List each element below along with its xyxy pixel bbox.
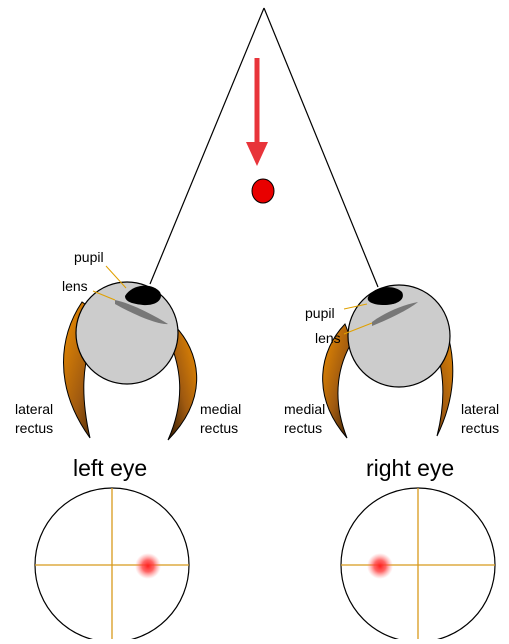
right-medial-label: medial: [284, 401, 325, 417]
right-medial-rectus-label: rectus: [284, 420, 322, 436]
left-lateral-label: lateral: [15, 401, 53, 417]
right-lateral-rectus-label: rectus: [461, 420, 499, 436]
left-pupil-label: pupil: [74, 249, 104, 265]
right-view-image-spot: [367, 553, 393, 579]
approach-arrow: [246, 58, 268, 166]
right-eye-view: right eye: [341, 455, 495, 639]
right-sight-line: [264, 8, 378, 287]
right-lens-label: lens: [315, 330, 341, 346]
target-dot: [252, 179, 274, 203]
left-eye: pupil lens lateral rectus medial rectus: [15, 249, 241, 440]
right-eye: pupil lens medial rectus lateral rectus: [284, 285, 499, 438]
right-lateral-label: lateral: [461, 401, 499, 417]
right-eye-title: right eye: [366, 455, 454, 481]
left-sight-line: [150, 8, 264, 284]
left-eye-view: left eye: [35, 455, 189, 639]
left-view-image-spot: [135, 553, 161, 579]
left-medial-rectus-label: rectus: [200, 420, 238, 436]
left-medial-label: medial: [200, 401, 241, 417]
left-lens-label: lens: [62, 278, 88, 294]
right-pupil-label: pupil: [305, 305, 335, 321]
left-eye-title: left eye: [73, 455, 147, 481]
left-lateral-rectus-label: rectus: [15, 420, 53, 436]
